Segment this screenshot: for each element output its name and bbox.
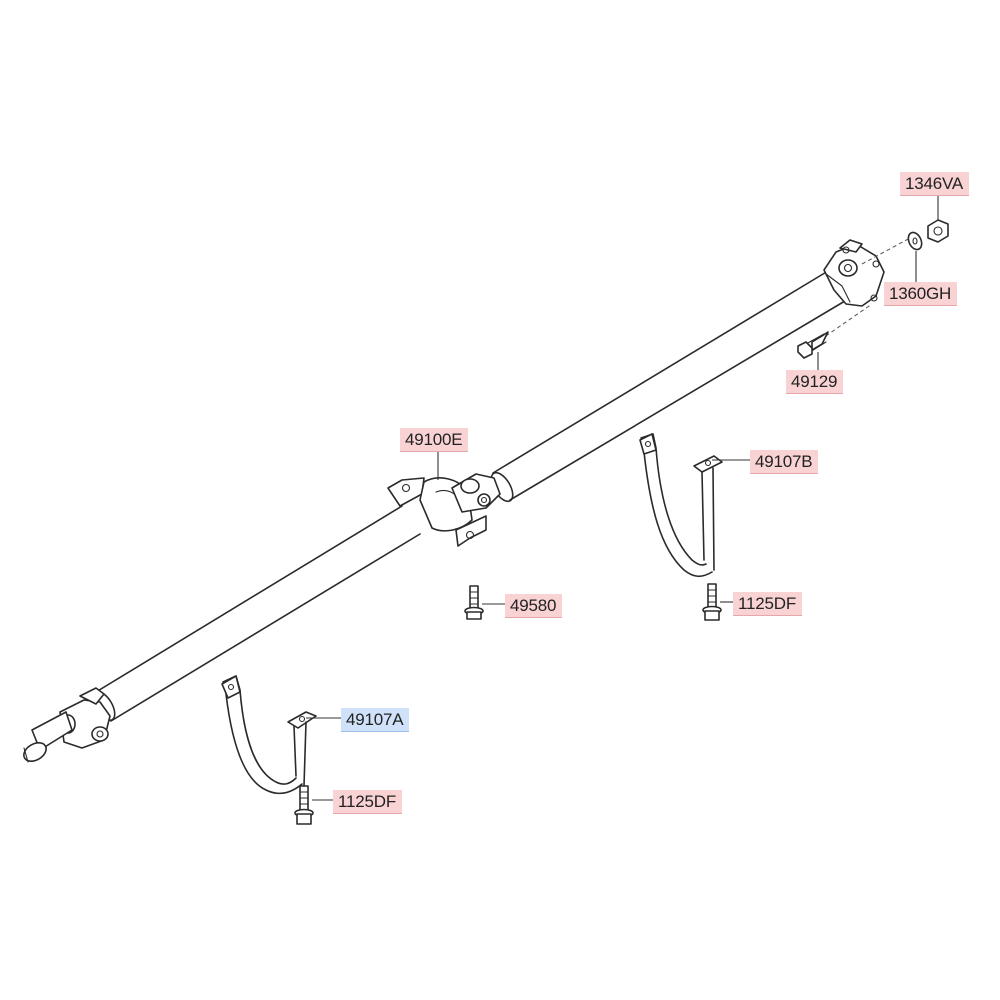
bolt-part-1125df-left[interactable]: [294, 785, 314, 825]
front-shaft-tube: [92, 505, 421, 722]
label-49129[interactable]: 49129: [786, 370, 844, 394]
label-1125df-right[interactable]: 1125DF: [733, 592, 803, 616]
washer-alignment-line: [861, 237, 911, 265]
bolt-part-49580[interactable]: [464, 585, 484, 620]
label-49100e[interactable]: 49100E: [400, 428, 469, 452]
label-49107a[interactable]: 49107A: [341, 708, 410, 732]
front-universal-joint[interactable]: [21, 687, 111, 765]
bolt-alignment-line: [819, 303, 873, 341]
washer-part-1360gh[interactable]: [906, 230, 924, 251]
bolt-part-1125df-right[interactable]: [702, 583, 722, 621]
label-1125df-left[interactable]: 1125DF: [333, 790, 403, 814]
nut-part-1346va[interactable]: [927, 219, 949, 243]
bolt-part-49129[interactable]: [797, 331, 829, 359]
rear-flange-yoke[interactable]: [823, 239, 885, 307]
label-1346va[interactable]: 1346VA: [900, 172, 970, 196]
label-49107b[interactable]: 49107B: [750, 450, 819, 474]
bracket-part-49107a[interactable]: [221, 675, 317, 795]
label-49580[interactable]: 49580: [505, 594, 563, 618]
bracket-part-49107b[interactable]: [639, 433, 723, 578]
label-1360gh[interactable]: 1360GH: [884, 282, 958, 306]
center-bearing[interactable]: [387, 473, 501, 547]
